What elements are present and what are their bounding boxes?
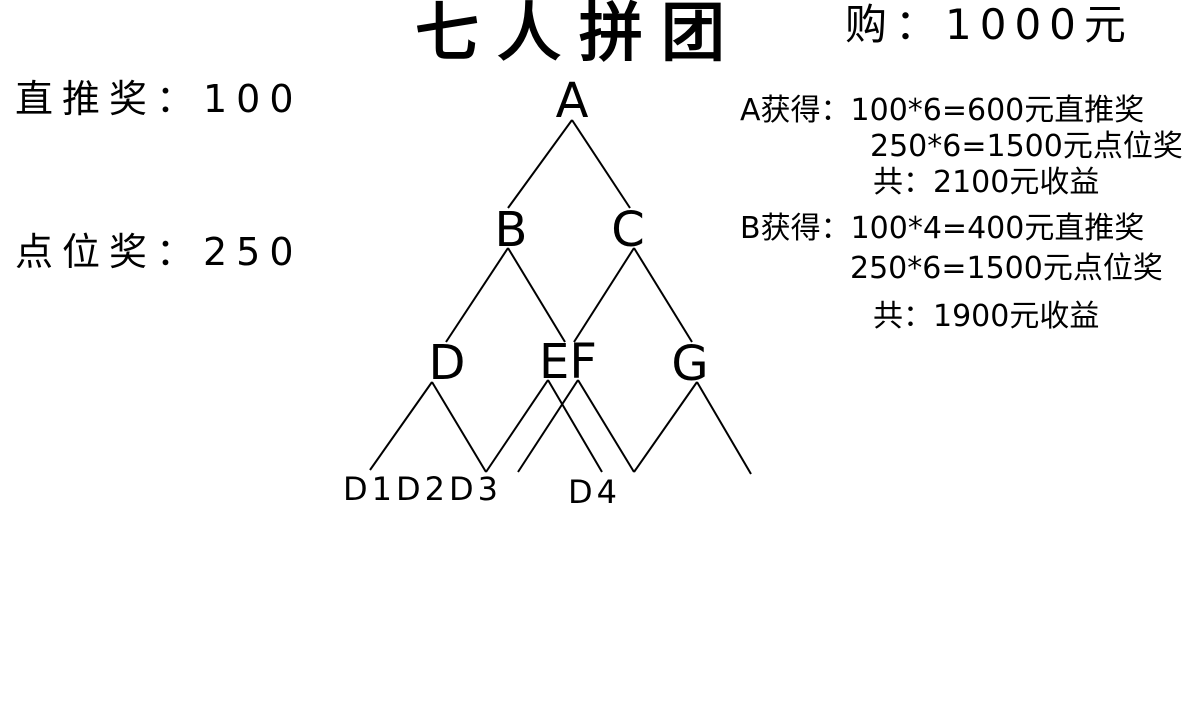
- leaf-d4: D4: [568, 473, 621, 511]
- node-a: A: [556, 73, 589, 129]
- node-c: C: [611, 202, 645, 258]
- edge-g-left: [633, 381, 698, 473]
- edge-a-c: [571, 119, 631, 209]
- direct-reward-label: 直推奖：100: [15, 77, 303, 121]
- edge-e-d3: [485, 379, 549, 473]
- b-total-earnings: 共：1900元收益: [873, 299, 1100, 334]
- purchase-price: 购：1000元: [845, 0, 1134, 49]
- edge-c-g: [633, 247, 693, 343]
- edge-d-d2: [431, 381, 487, 473]
- node-d: D: [429, 335, 466, 391]
- edge-e-d4: [547, 379, 603, 473]
- node-b: B: [495, 202, 528, 258]
- a-position-earnings: 250*6=1500元点位奖: [870, 129, 1183, 164]
- edge-g-right: [696, 381, 752, 475]
- edge-f-right: [577, 379, 635, 473]
- edge-c-f: [573, 247, 635, 343]
- page-title: 七人拼团: [415, 0, 743, 71]
- node-ef: EF: [539, 334, 597, 390]
- a-total-earnings: 共：2100元收益: [873, 165, 1100, 200]
- edge-b-d: [445, 247, 509, 343]
- leaf-d1-d2-d3: D1D2D3: [343, 470, 502, 508]
- edge-a-b: [507, 119, 573, 209]
- position-reward-label: 点位奖：250: [15, 230, 303, 274]
- a-direct-earnings: A获得：100*6=600元直推奖: [740, 93, 1145, 128]
- edge-f-left: [517, 379, 579, 473]
- edge-d-d1: [369, 381, 433, 471]
- node-g: G: [671, 336, 708, 392]
- edge-b-e: [507, 247, 566, 343]
- b-position-earnings: 250*6=1500元点位奖: [850, 251, 1163, 286]
- b-direct-earnings: B获得：100*4=400元直推奖: [740, 211, 1145, 246]
